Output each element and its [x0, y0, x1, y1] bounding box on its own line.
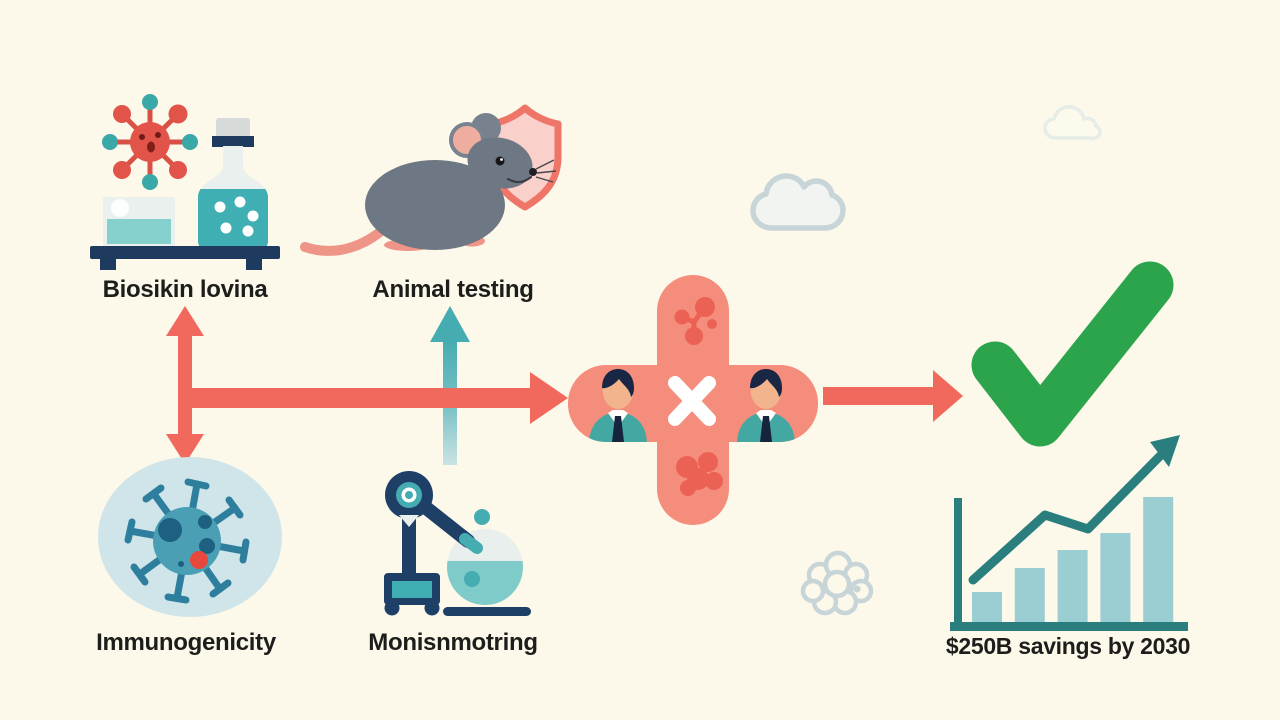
cloud-icon [800, 550, 874, 616]
patient-avatar-left [589, 369, 647, 442]
medical-cross-patients-icon [568, 275, 818, 525]
flow-arrow-right-red [178, 372, 568, 424]
cloud-icon [750, 173, 846, 231]
bar-chart-icon [950, 435, 1188, 631]
flow-arrow-right-red-2 [823, 370, 963, 422]
savings-label: $250B savings by 2030 [945, 633, 1191, 659]
x-mark-icon [668, 376, 716, 426]
microscope-icon [384, 471, 531, 616]
cloud-icon [1043, 105, 1102, 141]
blob-cluster-icon [676, 452, 723, 496]
chart-bar [1057, 550, 1088, 622]
robot-arm [384, 471, 483, 616]
patient-avatar-right [737, 369, 795, 442]
chart-bar [1014, 568, 1045, 622]
molecule-blob-icon [674, 297, 717, 345]
tray-icon [90, 246, 280, 270]
virus-icon [98, 457, 282, 617]
step-label-animal-testing: Animal testing [372, 276, 534, 303]
mouse-icon [300, 113, 557, 256]
step-label-biosample: Biosikin lovina [102, 276, 268, 303]
step-label-monitoring: Monisnmotring [368, 629, 538, 656]
trend-arrow-icon [968, 435, 1180, 585]
molecule-icon [102, 94, 198, 190]
beaker-icon [103, 197, 175, 248]
mouse-shield-icon [300, 104, 562, 256]
step-label-immunogenicity: Immunogenicity [96, 629, 276, 656]
virus-spikes [124, 478, 250, 604]
chart-bars [972, 497, 1174, 622]
lab-sample-icon [90, 94, 280, 270]
bottle-icon [198, 118, 268, 248]
chart-bar [1100, 533, 1131, 622]
chart-bar [1143, 497, 1174, 622]
chart-bar [972, 592, 1002, 622]
flow-arrow-vertical-red [166, 306, 204, 464]
green-checkmark-icon [971, 261, 1174, 447]
